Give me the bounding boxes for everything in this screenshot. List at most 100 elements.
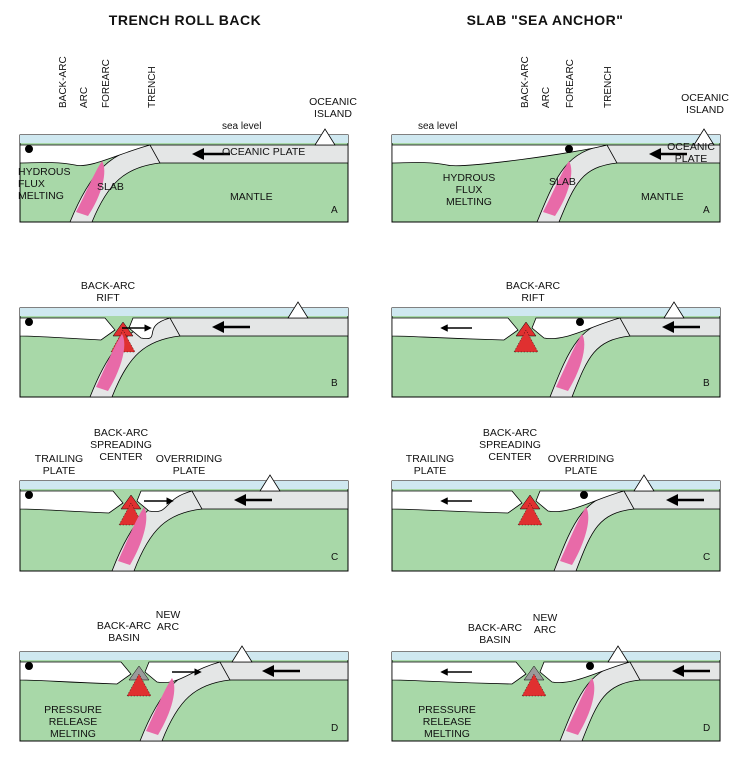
- oceanic-island: [287, 301, 309, 319]
- label-trench-a-left: TRENCH: [147, 66, 158, 108]
- oceanic-island: [663, 301, 685, 319]
- hydrous-melt-plume: [566, 678, 595, 735]
- label-forearc-a-left: FOREARC: [101, 59, 112, 108]
- label-back-arc-rift-right: BACK-ARC RIFT: [505, 280, 561, 304]
- label-spreading-center-left: BACK-ARC SPREADING CENTER: [90, 427, 152, 463]
- overriding-plate: [391, 661, 527, 685]
- panel-letter-a-left: A: [331, 205, 338, 216]
- label-new-arc-right: NEW ARC: [532, 612, 558, 636]
- panel-letter-c-left: C: [331, 552, 339, 563]
- label-mantle-a-right: MANTLE: [641, 191, 684, 203]
- label-sea-level-a-right: sea level: [418, 121, 458, 132]
- sea-strip: [392, 481, 720, 489]
- panel-c-right: [391, 474, 721, 572]
- sea-strip: [20, 652, 348, 660]
- panel-b-right: [391, 301, 721, 398]
- oceanic-plate: [169, 317, 349, 337]
- panel-d-right: [391, 645, 721, 742]
- hydrous-melt-plume: [560, 507, 589, 565]
- pressure-release-melt: [517, 502, 543, 526]
- label-back-arc-a-left: BACK-ARC: [58, 56, 69, 108]
- reference-marker: [25, 145, 33, 153]
- reference-marker: [580, 491, 588, 499]
- label-trailing-plate-left: TRAILING PLATE: [34, 453, 84, 477]
- label-slab-a-right: SLAB: [549, 176, 576, 188]
- reference-marker: [25, 318, 33, 326]
- pressure-release-melt: [126, 673, 152, 697]
- label-oceanic-island-a-left: OCEANIC ISLAND: [309, 96, 357, 120]
- label-spreading-center-right: BACK-ARC SPREADING CENTER: [479, 427, 541, 463]
- label-back-arc-rift-left: BACK-ARC RIFT: [80, 280, 136, 304]
- reference-marker: [25, 491, 33, 499]
- label-hydrous-a-right: HYDROUS FLUX MELTING: [442, 172, 496, 208]
- label-back-arc-a-right: BACK-ARC: [520, 56, 531, 108]
- reference-marker: [586, 662, 594, 670]
- panel-letter-c-right: C: [703, 552, 711, 563]
- label-overriding-plate-right: OVERRIDING PLATE: [547, 453, 615, 477]
- sea-strip: [392, 652, 720, 660]
- label-oceanic-island-a-right: OCEANIC ISLAND: [681, 92, 729, 116]
- panel-c-left: [19, 474, 349, 572]
- panel-letter-b-left: B: [331, 378, 338, 389]
- hydrous-melt-plume: [76, 161, 105, 216]
- right-column-title: SLAB "SEA ANCHOR": [466, 12, 624, 28]
- label-mantle-a-left: MANTLE: [230, 191, 273, 203]
- pressure-release-melt: [521, 673, 547, 697]
- label-oceanic-plate-a-right: OCEANIC PLATE: [667, 141, 715, 165]
- panel-letter-d-right: D: [703, 723, 711, 734]
- overriding-plate-fragment: [539, 661, 631, 684]
- sea-strip: [20, 308, 348, 316]
- oceanic-island: [314, 128, 336, 146]
- overriding-plate: [19, 661, 132, 685]
- reference-marker: [576, 318, 584, 326]
- hydrous-melt-plume: [543, 161, 572, 216]
- label-trench-a-right: TRENCH: [603, 66, 614, 108]
- label-slab-a-left: SLAB: [97, 181, 124, 193]
- panel-letter-d-left: D: [331, 723, 339, 734]
- panel-d-left: [19, 645, 349, 742]
- hydrous-melt-plume: [146, 678, 175, 735]
- overriding-plate-fragment: [531, 317, 621, 340]
- panel-letter-b-right: B: [703, 378, 710, 389]
- label-forearc-a-right: FOREARC: [565, 59, 576, 108]
- label-pressure-release-left: PRESSURE RELEASE MELTING: [44, 704, 102, 740]
- oceanic-island: [633, 474, 655, 492]
- oceanic-island: [231, 645, 253, 663]
- hydrous-melt-plume: [118, 507, 147, 565]
- oceanic-island: [259, 474, 281, 492]
- oceanic-island: [693, 128, 715, 146]
- overriding-plate: [391, 490, 523, 514]
- overriding-plate: [19, 317, 116, 341]
- sea-strip: [20, 481, 348, 489]
- label-arc-a-right: ARC: [541, 86, 552, 108]
- pressure-release-melt: [513, 329, 539, 353]
- sea-strip: [392, 308, 720, 316]
- overriding-plate: [391, 144, 608, 166]
- panel-a-left: [19, 128, 349, 223]
- overriding-plate: [391, 317, 519, 341]
- label-arc-a-left: ARC: [79, 86, 90, 108]
- label-oceanic-plate-a-left: OCEANIC PLATE: [222, 146, 306, 158]
- oceanic-island: [607, 645, 629, 663]
- hydrous-melt-plume: [556, 334, 585, 391]
- overriding-plate: [19, 490, 124, 514]
- sea-strip: [20, 135, 348, 143]
- label-back-arc-basin-left: BACK-ARC BASIN: [96, 620, 152, 644]
- overriding-plate-fragment: [535, 490, 625, 513]
- hydrous-melt-plume: [96, 334, 125, 391]
- label-new-arc-left: NEW ARC: [155, 609, 181, 633]
- label-hydrous-a-left: HYDROUS FLUX MELTING: [18, 166, 71, 202]
- label-sea-level-a-left: sea level: [222, 121, 262, 132]
- label-back-arc-basin-right: BACK-ARC BASIN: [467, 622, 523, 646]
- panel-a-right: [391, 128, 721, 223]
- panel-letter-a-right: A: [703, 205, 710, 216]
- reference-marker: [565, 145, 573, 153]
- sea-strip: [392, 135, 720, 143]
- label-pressure-release-right: PRESSURE RELEASE MELTING: [418, 704, 476, 740]
- panel-b-left: [19, 301, 349, 398]
- left-column-title: TRENCH ROLL BACK: [108, 12, 262, 28]
- label-trailing-plate-right: TRAILING PLATE: [405, 453, 455, 477]
- reference-marker: [25, 662, 33, 670]
